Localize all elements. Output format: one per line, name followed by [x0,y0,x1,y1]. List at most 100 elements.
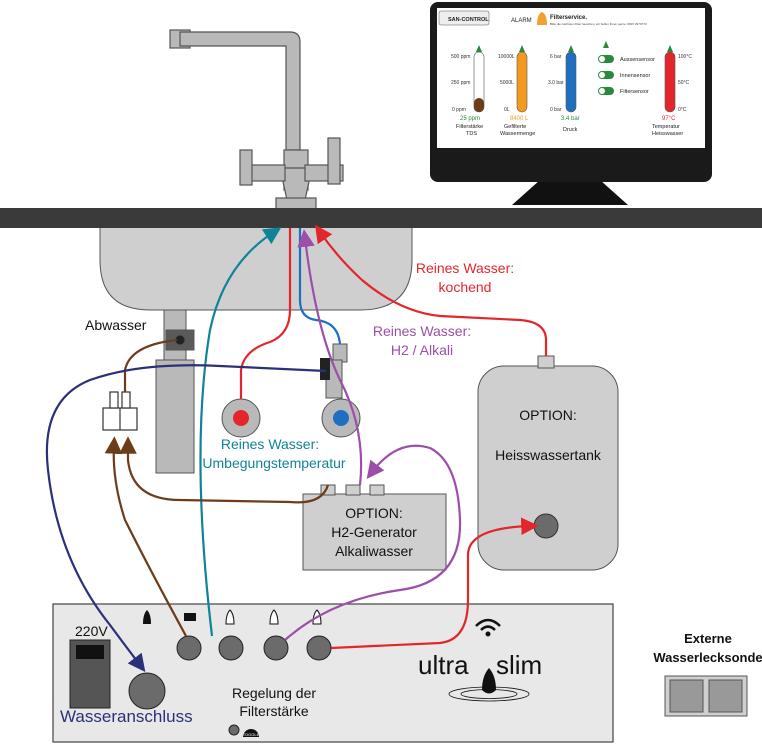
menge-bot: 0L [504,107,510,113]
countertop [0,208,762,228]
label-umgebung-1: Reines Wasser: [221,436,319,452]
tank-name: Heisswassertank [495,447,602,463]
sensor-label-1: Aussensensor [620,57,655,63]
tds-top: 500 ppm [451,54,470,60]
pipe-blue-cold [298,228,342,345]
h2-option: OPTION: [345,505,403,521]
pipe-navy-inlet [45,364,327,672]
monitor: SAN-CONTROL ALARM Filterservice. Bitte d… [430,2,712,205]
port-2 [218,635,244,661]
druck-value: 3.4 bar [561,116,580,122]
filter-icon [184,613,196,621]
sink-basin [99,225,413,311]
regelung-label-2: Filterstärke [239,703,308,719]
druck-name1: Druck [563,127,578,133]
druck-cap-icon [568,45,574,52]
h2-sub: Alkaliwasser [335,543,413,559]
menge-name2: Wassermenge [500,131,535,137]
cold-valve-icon [333,410,349,426]
sensor-label-3: Filtersensor [620,89,649,95]
temp-value: 97°C [662,116,676,122]
wasseranschluss-label: Wasseranschluss [60,707,193,726]
menge-top: 10000L [498,54,515,60]
pipe-purple-h2-out [297,229,363,486]
monitor-service-title: Filterservice. [550,15,587,21]
temp-mid: 50°C [678,80,690,86]
neutral-drop-icon [225,609,235,625]
heisswassertank [477,365,619,571]
monitor-service-sub: Bitte die nächsten Filter tauschen, wir … [550,22,647,26]
label-h2-1: Reines Wasser: [373,323,471,339]
menge-name1: Gefilterte [504,124,526,130]
externe-label-1: Externe [684,631,732,646]
menge-cap-icon [519,45,525,52]
druck-bot: 0 bar [550,107,562,113]
ultraslim-logo: ultra slim [418,618,542,702]
tds-name2: TDS [466,131,477,137]
monitor-brand: SAN-CONTROL [448,17,489,23]
tank-outlet-icon [533,513,559,539]
temp-name2: Heisswasser [652,131,683,137]
menge-mid: 5000L [500,80,514,86]
pipe-red-tank-in [330,517,539,650]
t-connector [102,391,138,431]
filter-knob[interactable] [228,724,240,736]
pipe-purple-h2-in [284,444,462,641]
regelung-label-1: Regelung der [232,685,316,701]
tds-bot: 0 ppm [452,107,466,113]
drain-pipe [155,309,195,474]
h2-drop-icon [269,609,279,625]
pipe-brown-unit [104,436,187,637]
abwasser-label: Abwasser [85,317,147,333]
v220-label: 220V [75,623,108,639]
temp-top: 100°C [678,54,692,60]
temp-bot: 0°C [678,107,687,113]
druck-top: 6 bar [550,54,562,60]
tds-gauge-fill [474,98,484,112]
pipe-brown-h2 [119,436,330,504]
hot-valve-icon [233,410,249,426]
tank-option: OPTION: [519,407,577,423]
pipe-red-hot [239,228,292,399]
waste-drop-icon [143,610,151,624]
label-kochend-1: Reines Wasser: [416,260,514,276]
label-kochend-2: kochend [439,279,492,295]
monitor-alarm: ALARM [511,18,532,24]
externe-label-2: Wasserlecksonde [653,650,762,665]
temp-name1: Temperatur [652,124,680,130]
pipe-red-kochend [314,224,548,356]
wifi-icon [475,618,501,627]
menge-value: 8400 L [510,116,529,122]
h2-name: H2-Generator [331,524,417,540]
san-control-logo [438,10,490,26]
druck-gauge-fill [565,51,577,113]
pipe-teal-ambient [199,227,282,637]
temp-cap-icon [667,45,673,52]
logo-slim: slim [496,650,542,680]
alarm-bell-icon [537,12,547,25]
sensor-label-2: Innensensor [620,73,650,79]
tds-mid: 250 ppm [451,80,470,86]
valve-left [221,398,261,438]
logo-ultra: ultra [418,650,469,680]
tds-cap-icon [476,45,482,52]
water-inlet-port [128,672,166,710]
label-h2-2: H2 / Alkali [391,342,453,358]
tds-name1: Filterstärke [456,124,483,130]
toggle-label: TOGGLE [243,732,260,737]
port-1 [176,635,202,661]
tds-value: 25 ppm [460,116,480,122]
sensor-cap-icon [603,41,609,48]
label-umgebung-2: Umbegungstemperatur [202,455,346,471]
druck-mid: 3.0 bar [548,80,564,86]
port-3 [263,635,289,661]
port-4 [306,635,332,661]
h2-generator [302,493,447,571]
faucet [169,29,344,211]
toggle-icon [243,729,259,737]
temp-gauge-fill [664,51,676,113]
menge-gauge-fill [516,51,528,113]
valve-right [320,343,361,438]
